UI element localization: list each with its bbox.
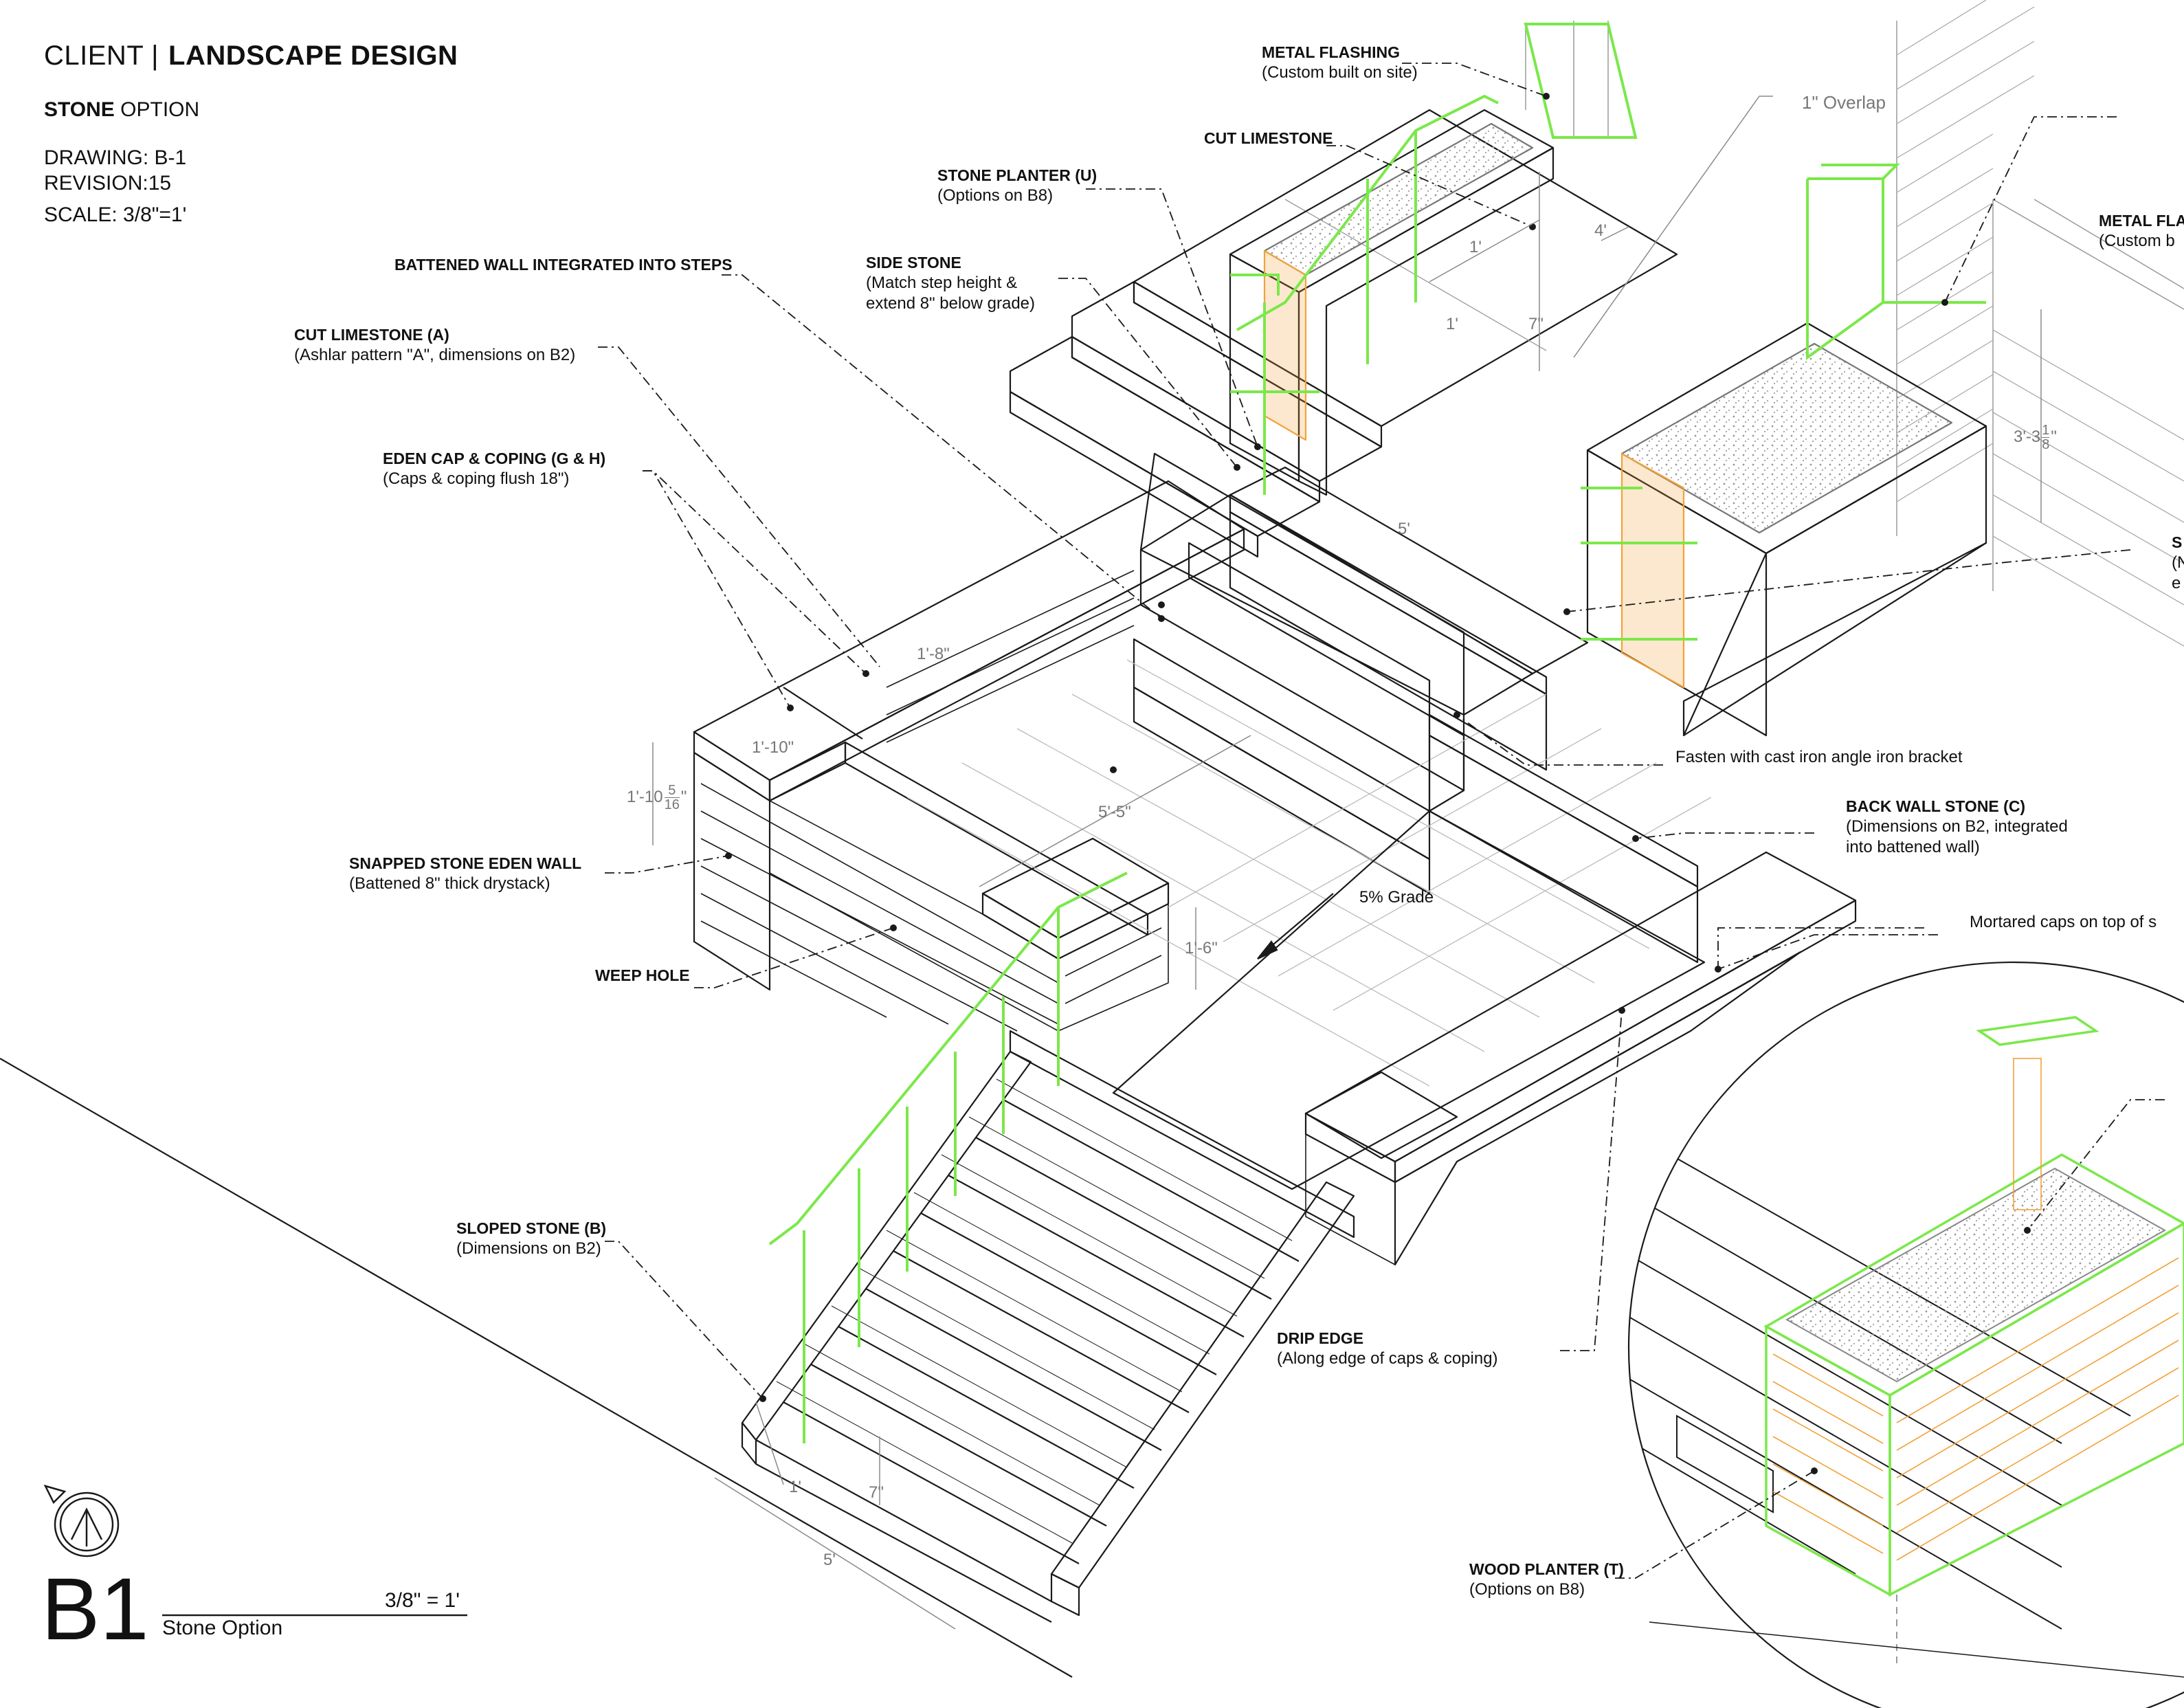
drawing-number: DRAWING: B-1: [44, 146, 187, 169]
railings: [768, 23, 1986, 1443]
dim-1ft-b: 1': [1446, 315, 1458, 333]
dim-4ft: 4': [1594, 221, 1607, 240]
siding-clapboards: [1896, 0, 2184, 647]
callout-snapped-stone: SNAPPED STONE EDEN WALL(Battened 8" thic…: [349, 854, 582, 893]
sheet-name: Stone Option: [162, 1617, 283, 1639]
dim-1-10: 1'-10": [752, 738, 794, 757]
stone-planter-right: [1586, 322, 1987, 737]
callout-stone-planter: STONE PLANTER (U)(Options on B8): [937, 166, 1097, 205]
callout-drip-edge: DRIP EDGE(Along edge of caps & coping): [1277, 1329, 1498, 1368]
option-title: STONE OPTION: [44, 98, 200, 121]
dim-1-8: 1'-8": [917, 645, 950, 663]
callout-wood-planter: WOOD PLANTER (T)(Options on B8): [1469, 1560, 1624, 1599]
note-mortared-caps: Mortared caps on top of s: [1970, 913, 2157, 931]
client-title: CLIENT |LANDSCAPE DESIGN: [44, 41, 458, 71]
callout-weep-hole: WEEP HOLE: [595, 966, 690, 984]
patio-edge: [1112, 810, 1706, 1190]
note-fasten: Fasten with cast iron angle iron bracket: [1675, 748, 1963, 766]
callout-cut-limestone: CUT LIMESTONE: [1204, 129, 1333, 147]
detail-circle: [1628, 962, 2184, 1708]
dim-1-6: 1'-6": [1185, 939, 1218, 957]
stone-planter-left: [1229, 109, 1555, 496]
dim-5ft-top: 5': [1398, 520, 1410, 538]
dim-5ft-bottom: 5': [823, 1551, 836, 1569]
dim-5-5: 5'-5": [1098, 803, 1131, 821]
callout-eden-cap: EDEN CAP & COPING (G & H)(Caps & coping …: [383, 450, 606, 488]
eden-cap-coping: [693, 480, 1245, 936]
dim-1ft-a: 1': [1469, 238, 1482, 256]
leader-dots: [725, 93, 2031, 1474]
dim-7in-top: 7": [1528, 315, 1544, 333]
drawing-scale: SCALE: 3/8"=1': [44, 203, 187, 226]
revision-number: REVISION:15: [44, 172, 172, 195]
project-title: LANDSCAPE DESIGN: [168, 41, 458, 71]
sheet-number: B1: [41, 1560, 149, 1659]
dim-7in-bottom: 7": [869, 1483, 884, 1502]
sheet-scale: 3/8" = 1': [385, 1589, 460, 1612]
dimension-lines: [652, 96, 2042, 1630]
house-siding: [1525, 21, 2184, 591]
middle-steps: [1133, 452, 1589, 895]
callout-cut-limestone-a: CUT LIMESTONE (A)(Ashlar pattern "A", di…: [294, 326, 576, 364]
north-arrow-icon: [43, 1485, 120, 1557]
callout-side-stone: SIDE STONE(Match step height &extend 8" …: [866, 254, 1036, 313]
callout-battened-wall: BATTENED WALL INTEGRATED INTO STEPS: [394, 256, 733, 274]
callout-metal-flashing: METAL FLASHING(Custom built on site): [1262, 43, 1418, 82]
lower-stairs: [741, 1030, 1355, 1623]
dim-1ft-bottom: 1': [789, 1478, 801, 1496]
note-grade: 5% Grade: [1359, 888, 1434, 907]
top-landing: [1133, 109, 1678, 428]
callout-back-wall-stone: BACK WALL STONE (C)(Dimensions on B2, in…: [1846, 797, 2068, 856]
snapped-stone-wall: [693, 570, 1169, 1032]
callout-metal-flashing-right: METAL FLA(Custom b: [2099, 212, 2184, 250]
note-overlap: 1" Overlap: [1802, 92, 1886, 113]
callout-sloped-stone: SLOPED STONE (B)(Dimensions on B2): [456, 1219, 607, 1258]
patio: [906, 659, 1712, 1087]
grade-arrow: [1257, 893, 1334, 960]
back-wall: [1304, 713, 1857, 1266]
grade-line: [0, 1058, 1073, 1678]
leader-lines: [598, 63, 2165, 1579]
